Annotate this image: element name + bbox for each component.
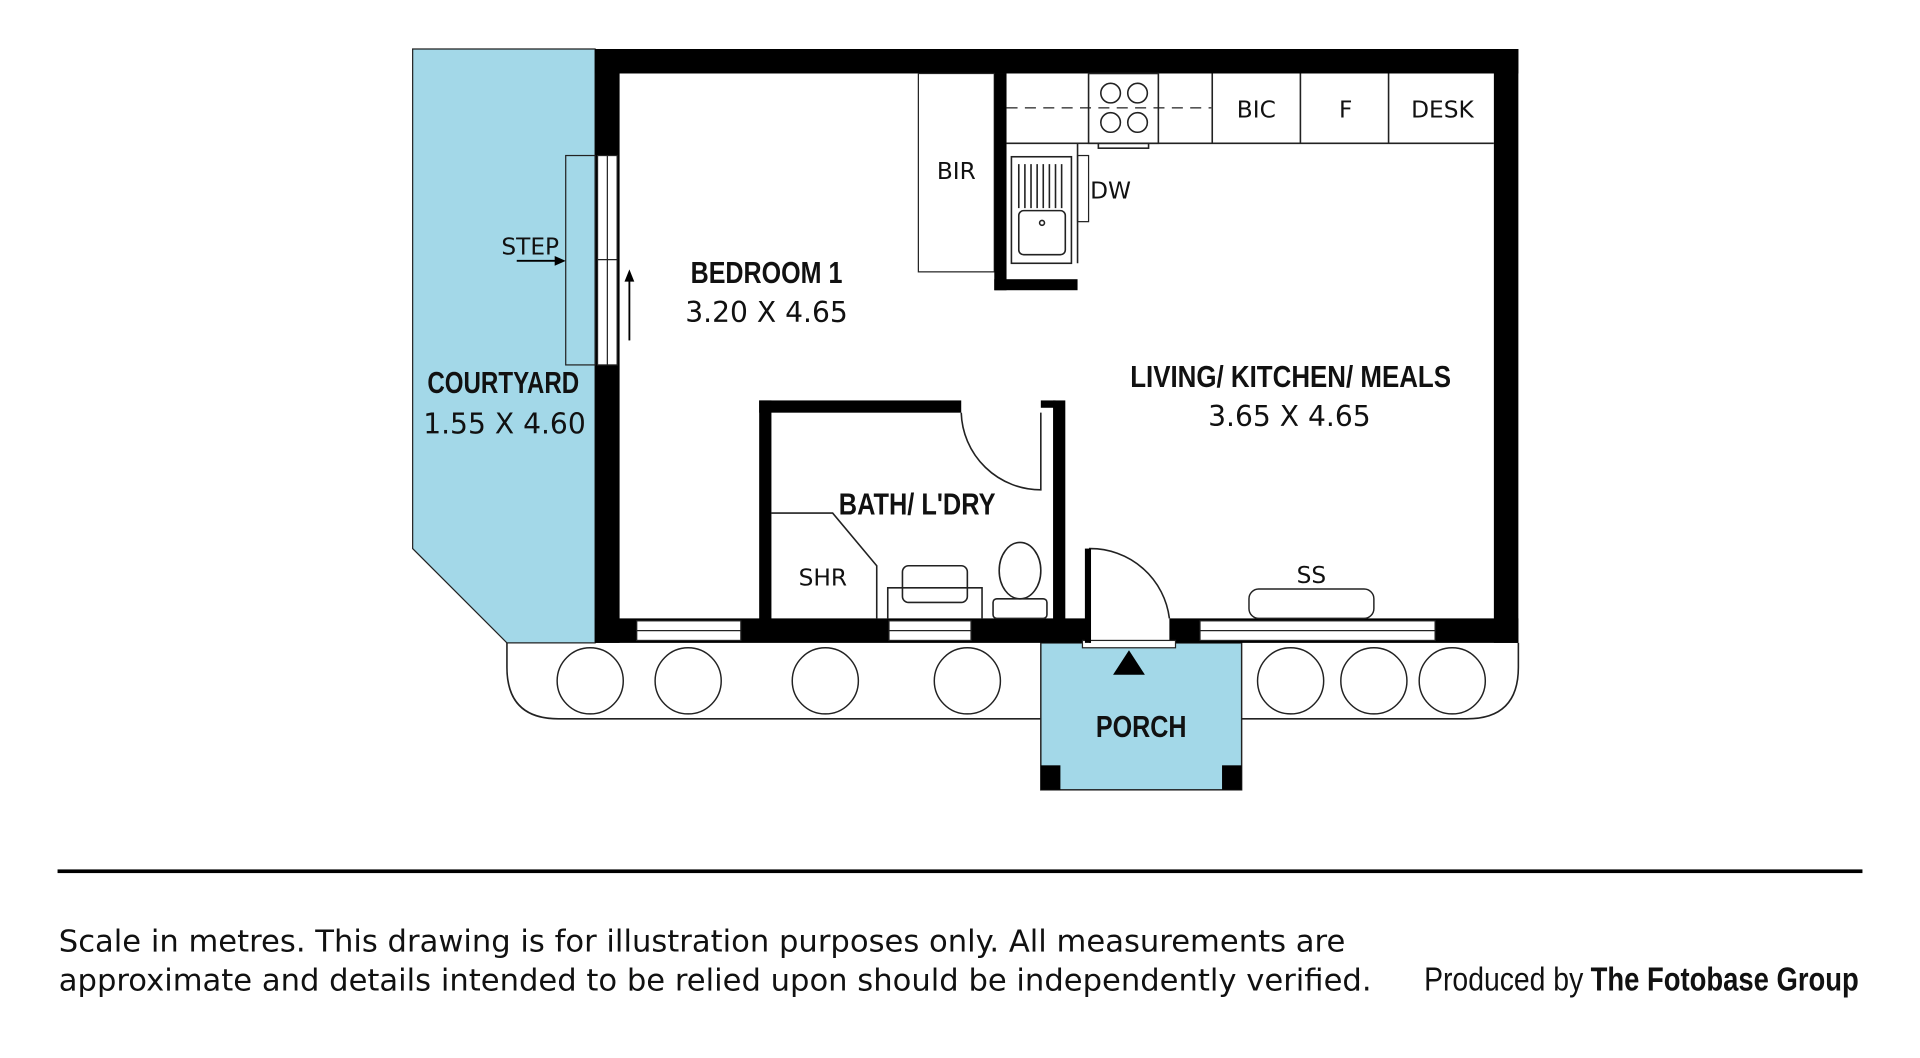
shrub-icon (654, 647, 722, 715)
toilet-icon (992, 541, 1048, 620)
kitchen-wall (994, 279, 1078, 291)
shrub-icon (556, 647, 625, 715)
kitchen-wall (994, 73, 1007, 291)
bedroom-name: BEDROOM 1 (691, 256, 843, 290)
shrub-icon (1340, 647, 1408, 715)
bath-wall-left (759, 400, 772, 621)
entry-door-leaf (1084, 548, 1092, 643)
bath-door (960, 412, 1042, 491)
wall-right (1493, 49, 1519, 643)
sink-stand (1248, 588, 1375, 620)
bath-wall-right (1053, 400, 1066, 621)
bath-name: BATH/ L'DRY (839, 487, 996, 521)
bath-wall-top (759, 400, 962, 413)
bic-label: BIC (1237, 97, 1276, 124)
wall-top (595, 49, 1519, 74)
shower-screen (771, 512, 878, 619)
entry-arrow-icon (1113, 650, 1145, 675)
shrub-icon (933, 647, 1002, 715)
shrub-icon (1418, 647, 1487, 715)
entry-threshold (1081, 639, 1177, 649)
porch-post (1040, 765, 1061, 790)
porch-post (1222, 765, 1242, 790)
produced-by-label: Produced by (1424, 962, 1584, 999)
courtyard-size: 1.55 X 4.60 (423, 407, 586, 440)
up-arrow-icon (624, 269, 635, 282)
bedroom-size: 3.20 X 4.65 (685, 296, 848, 329)
step-label: STEP (501, 234, 559, 261)
living-name: LIVING/ KITCHEN/ MEALS (1130, 360, 1451, 394)
fridge-label: F (1339, 97, 1352, 124)
porch-area (1040, 642, 1243, 791)
shrub-icon (791, 647, 860, 715)
courtyard-area (412, 48, 596, 644)
desk-label: DESK (1411, 97, 1474, 124)
disclaimer-line-2: approximate and details intended to be r… (59, 964, 1372, 999)
entry-door (1089, 547, 1171, 643)
company-name: The Fotobase Group (1591, 962, 1859, 999)
bir-label: BIR (937, 158, 976, 185)
shrub-icon (1256, 647, 1325, 715)
porch-name: PORCH (1096, 710, 1187, 744)
sink-icon (1010, 155, 1073, 265)
footer-divider (57, 869, 1863, 874)
bath-wall-stub (1040, 400, 1056, 408)
living-size: 3.65 X 4.65 (1208, 400, 1371, 433)
step (565, 154, 596, 366)
step-arrow-icon (554, 255, 566, 266)
ss-label: SS (1297, 562, 1327, 589)
windows (596, 154, 1436, 642)
cooktop-icon (1087, 72, 1160, 149)
planter-bed (506, 642, 1520, 720)
disclaimer-line-1: Scale in metres. This drawing is for ill… (59, 924, 1346, 959)
dw-label: DW (1090, 177, 1131, 204)
courtyard-name: COURTYARD (427, 366, 579, 400)
vanity-icon (886, 564, 983, 619)
shrubs (556, 647, 1487, 715)
dishwasher (1076, 154, 1090, 223)
shower-label: SHR (799, 564, 847, 591)
